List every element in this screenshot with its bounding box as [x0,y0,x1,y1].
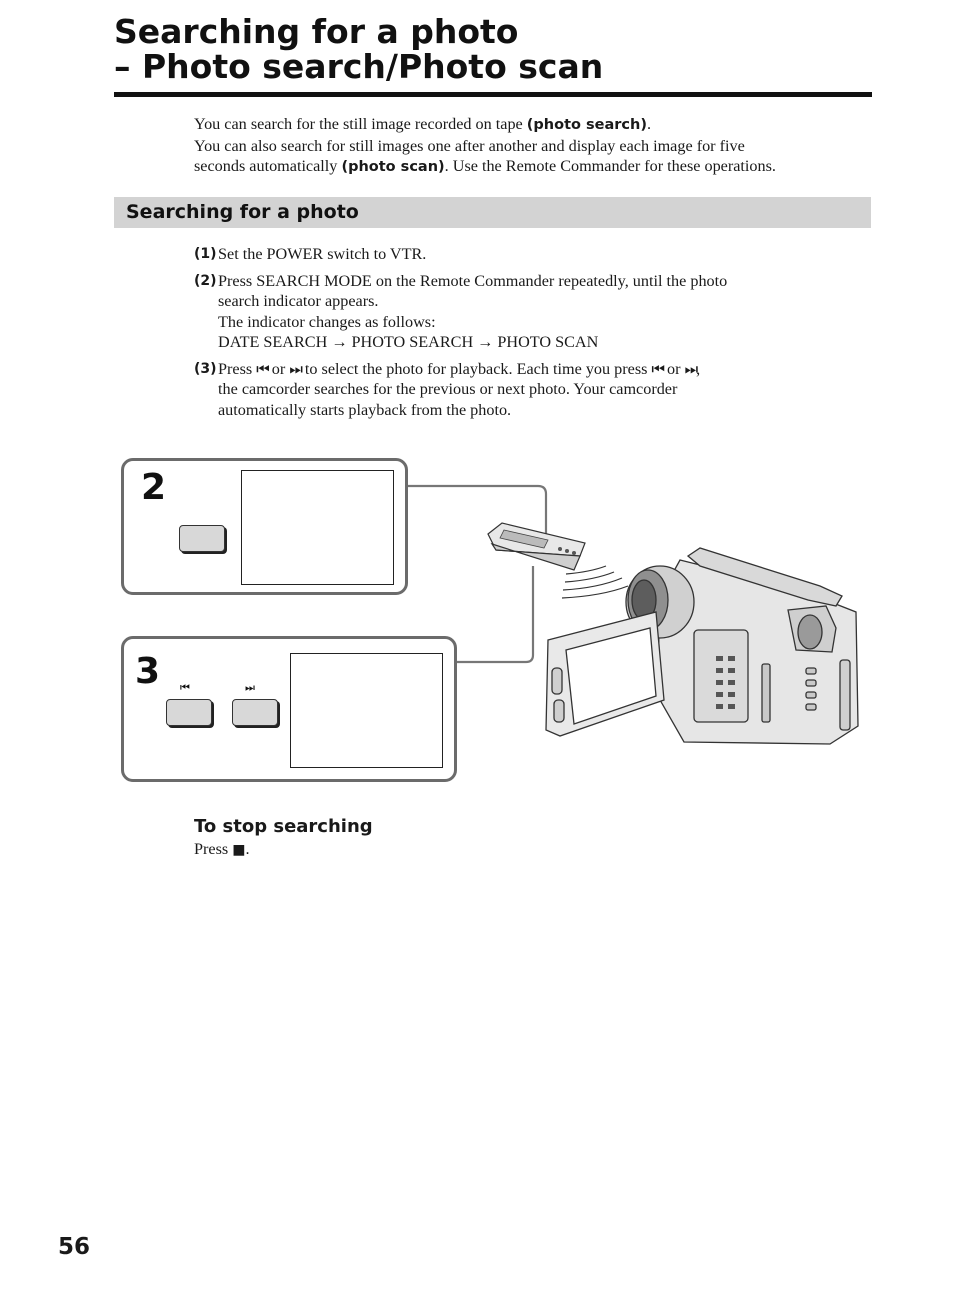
step-text: Press ⏮ or ⏭ to select the photo for pla… [218,359,884,380]
step-3: (3) Press ⏮ or ⏭ to select the photo for… [194,359,884,421]
step-1: (1) Set the POWER switch to VTR. [194,244,884,265]
previous-icon: ⏮ [256,359,269,378]
step-text-part: or [662,359,685,378]
connector-line [405,484,548,560]
infrared-waves-icon [561,565,629,599]
intro-line-2: You can also search for still images one… [194,136,745,155]
next-icon: ⏭ [245,681,255,694]
step-text: DATE SEARCH → PHOTO SEARCH → PHOTO SCAN [218,333,599,351]
intro-line-1: You can search for the still image recor… [194,114,874,136]
step-text-part: , [696,359,701,378]
remote-commander-icon [487,522,586,571]
previous-icon: ⏮ [651,359,664,378]
step-3-panel: 3 ⏮ ⏭ [121,636,457,782]
step-text: The indicator changes as follows: [218,312,436,331]
steps-list: (1) Set the POWER switch to VTR. (2) Pre… [194,244,884,426]
step-number: (2) [194,272,217,289]
step-text-part: or [267,359,290,378]
photo-search-term: (photo search) [526,117,647,133]
next-button[interactable] [232,699,278,726]
stop-icon: ■ [232,842,246,858]
step-2: (2) Press SEARCH MODE on the Remote Comm… [194,271,884,353]
title-line-2: – Photo search/Photo scan [114,47,604,86]
next-icon: ⏭ [289,359,302,378]
panel-number: 2 [141,467,167,508]
title-rule [114,92,872,97]
search-mode-button[interactable] [179,525,225,552]
section-header-bar: Searching for a photo [114,197,871,228]
step-text: the camcorder searches for the previous … [218,380,678,398]
intro-text: . Use the Remote Commander for these ope… [444,157,776,175]
intro-text: . [646,115,652,133]
step-text: automatically starts playback from the p… [218,400,512,419]
page-number: 56 [58,1234,91,1260]
intro-line-3: seconds automatically (photo scan). Use … [194,156,874,178]
step-text: search indicator appears. [218,292,379,310]
panel-number: 3 [135,651,161,692]
camcorder-icon [545,547,859,745]
photo-scan-term: (photo scan) [341,159,445,175]
step-2-panel: 2 [121,458,408,595]
stop-text-part: . [245,840,250,858]
previous-icon: ⏮ [180,681,190,694]
section-heading: Searching for a photo [126,201,359,223]
intro-paragraph: You can search for the still image recor… [194,114,874,178]
step-text-part: Press [218,359,257,378]
stop-text-part: Press [194,840,233,858]
step-text: Set the POWER switch to VTR. [218,245,427,263]
intro-text: You can search for the still image recor… [194,115,527,133]
step-text-part: to select the photo for playback. Each t… [300,359,652,378]
step-number: (1) [194,246,217,262]
viewfinder-screen [241,470,394,585]
title-line-1: Searching for a photo [114,12,519,51]
intro-text: seconds automatically [194,157,342,175]
next-icon: ⏭ [684,359,698,378]
connector-line [454,566,535,664]
stop-searching-text: Press ■. [194,840,250,859]
step-number: (3) [194,360,217,377]
viewfinder-screen [290,653,443,768]
step-text: Press SEARCH MODE on the Remote Commande… [218,271,728,290]
stop-searching-heading: To stop searching [194,816,373,837]
page-title: Searching for a photo – Photo search/Pho… [114,14,874,84]
previous-button[interactable] [166,699,212,726]
